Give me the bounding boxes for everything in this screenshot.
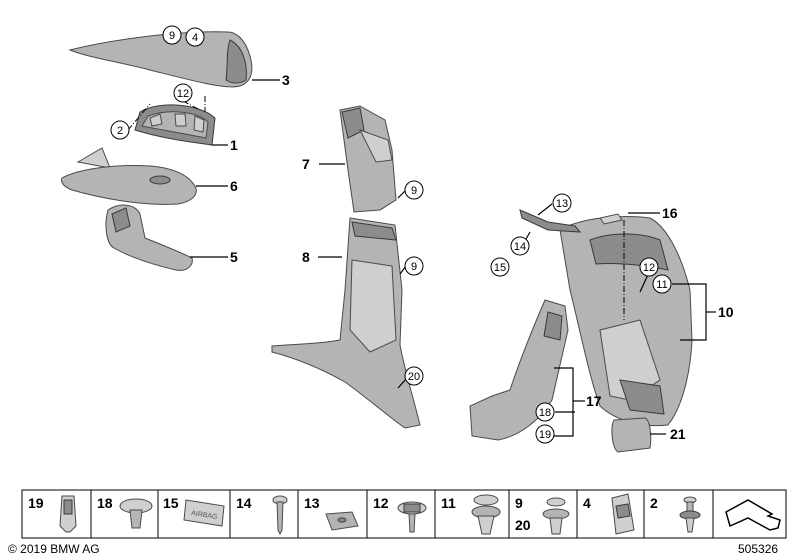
hex-bolt-icon	[397, 501, 427, 533]
copyright-text: © 2019 BMW AG	[8, 542, 100, 556]
plug-text: AIRBAG	[191, 510, 218, 521]
svg-text:12: 12	[373, 495, 389, 511]
svg-text:14: 14	[236, 495, 252, 511]
svg-text:19: 19	[28, 495, 44, 511]
callout-5: 5	[230, 249, 238, 265]
svg-text:11: 11	[441, 495, 456, 511]
callout-10: 10	[718, 304, 734, 320]
strip-cell-2[interactable]: 2	[643, 489, 714, 539]
callout-9-mid: 9	[411, 185, 417, 197]
svg-text:15: 15	[163, 495, 179, 511]
callout-6: 6	[230, 178, 238, 194]
svg-text:4: 4	[583, 495, 591, 511]
callout-4: 4	[192, 32, 198, 44]
callout-13: 13	[556, 198, 568, 210]
expanding-rivet-icon	[119, 498, 153, 529]
diagram-number: 505326	[738, 542, 778, 556]
strip-cell-19[interactable]: 19	[21, 489, 92, 539]
strip-cell-11[interactable]: 11	[434, 489, 510, 539]
part-7-b-pillar-upper-trim	[339, 105, 397, 213]
callout-16: 16	[662, 205, 678, 221]
svg-text:20: 20	[515, 517, 531, 533]
strip-cell-9-20[interactable]: 9 20	[508, 489, 578, 539]
svg-text:2: 2	[650, 495, 658, 511]
rivet-clip-icon	[542, 497, 570, 535]
parts-strip: 19 18 15 AIRBAG 14	[21, 489, 787, 539]
callout-17: 17	[586, 393, 602, 409]
fir-tree-clip-icon	[471, 494, 501, 535]
part-3-a-pillar-trim	[68, 31, 253, 88]
strip-cell-13[interactable]: 13	[297, 489, 368, 539]
callout-21: 21	[670, 426, 686, 442]
strip-cell-14[interactable]: 14	[229, 489, 299, 539]
part-17-lower-trim	[469, 299, 569, 441]
strip-cell-18[interactable]: 18	[90, 489, 159, 539]
callout-3: 3	[282, 72, 290, 88]
kit-arrow-icon	[725, 499, 781, 531]
part-10-c-pillar-trim	[559, 216, 693, 427]
part-16-strip	[519, 209, 623, 233]
svg-text:9: 9	[515, 495, 523, 511]
callout-19: 19	[539, 429, 551, 441]
clip-icon	[59, 495, 77, 533]
callout-15: 15	[494, 262, 506, 274]
nut-clip-icon	[325, 511, 359, 531]
strip-cell-12[interactable]: 12	[366, 489, 436, 539]
svg-text:18: 18	[97, 495, 113, 511]
callout-7: 7	[302, 156, 310, 172]
strip-cell-15[interactable]: 15 AIRBAG	[157, 489, 231, 539]
part-6-trim-panel	[61, 147, 197, 205]
callout-12-left: 12	[177, 88, 189, 100]
strip-cell-kit[interactable]	[712, 489, 787, 539]
callout-2: 2	[117, 125, 123, 137]
part-1-grab-handle-bracket	[134, 104, 216, 146]
callout-9-lower: 9	[411, 261, 417, 273]
part-5-lower-trim	[105, 204, 193, 271]
callout-18: 18	[539, 407, 551, 419]
screw-icon	[272, 495, 288, 536]
part-21-cover-cap	[611, 417, 652, 453]
callout-11: 11	[656, 279, 667, 291]
callout-20: 20	[408, 371, 420, 383]
callout-1: 1	[230, 137, 238, 153]
callout-labels: 3 1 6 5 7 8 16 10 17 21	[230, 72, 734, 442]
callout-14: 14	[514, 241, 526, 253]
callout-9-top: 9	[169, 30, 175, 42]
part-8-b-pillar-lower-trim	[271, 217, 421, 429]
rectangular-plug-icon: AIRBAG	[183, 499, 225, 527]
push-pin-icon	[679, 496, 701, 533]
callout-12-right: 12	[643, 262, 655, 274]
spring-clip-icon	[611, 493, 635, 535]
callout-8: 8	[302, 249, 310, 265]
circled-callouts: 9 4 12 2 9 9 20 13 14 15 12 11 18 19	[110, 25, 672, 444]
svg-text:13: 13	[304, 495, 320, 511]
strip-cell-4[interactable]: 4	[576, 489, 645, 539]
